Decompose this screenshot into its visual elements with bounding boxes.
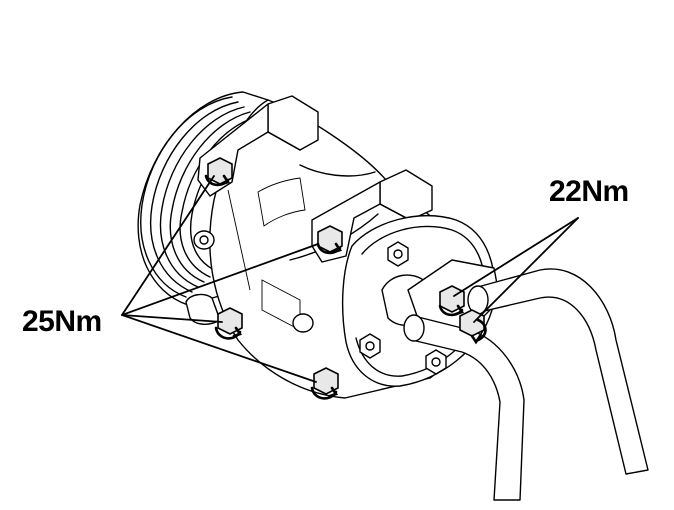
head-bolt-left: [359, 333, 381, 359]
bolt-line-upper: [438, 285, 465, 317]
head-bolt-bottom: [425, 349, 447, 375]
leader-lines-22nm: [453, 217, 579, 323]
torque-label-22nm: 22Nm: [549, 175, 629, 208]
torque-label-25nm: 25Nm: [22, 305, 102, 338]
bolt-upper-front: [316, 225, 343, 255]
bolt-lower-front: [310, 367, 339, 400]
leader-lines-25nm: [121, 175, 319, 383]
head-bolt-top: [387, 241, 409, 267]
bolt-lower-rear: [214, 307, 243, 340]
bolt-line-lower: [459, 309, 487, 345]
